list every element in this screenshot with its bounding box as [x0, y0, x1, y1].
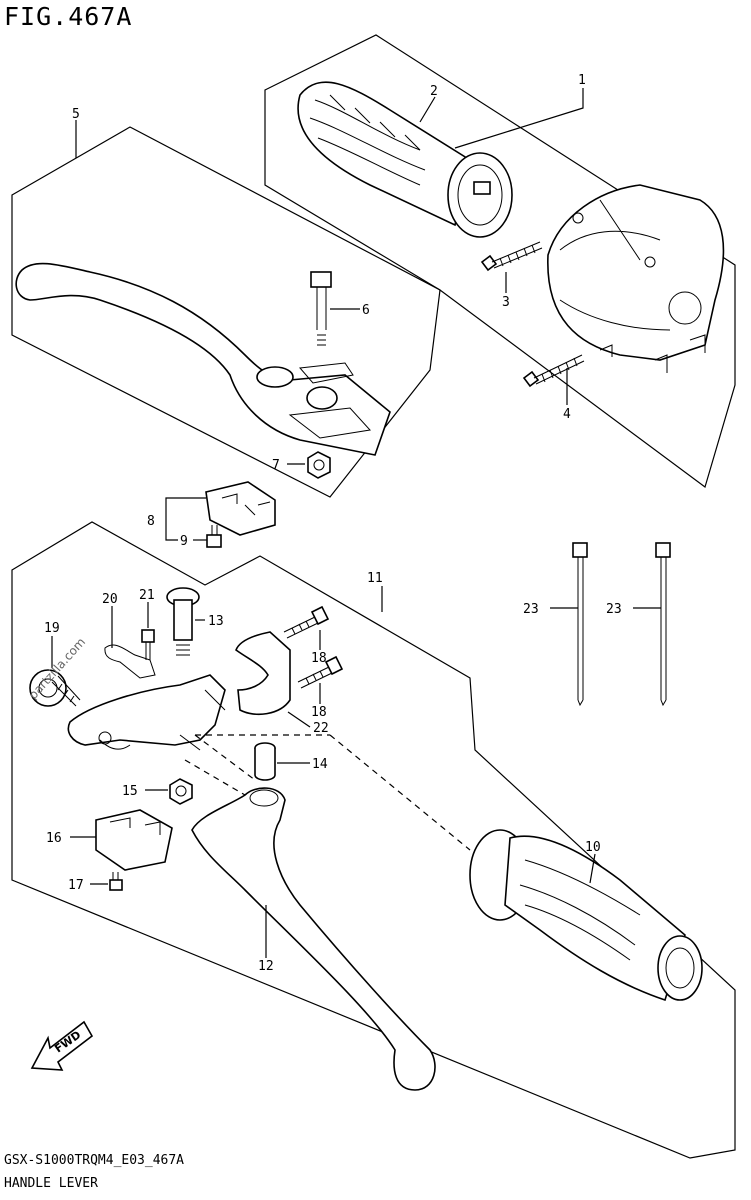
callout-6: 6: [362, 303, 370, 318]
callout-8: 8: [147, 514, 155, 529]
nut-7: [307, 451, 331, 479]
callout-15: 15: [122, 784, 138, 799]
screw-9: [206, 525, 222, 548]
footer-name: HANDLE LEVER: [4, 1176, 98, 1191]
grip-10: [469, 829, 703, 1002]
callout-5: 5: [72, 107, 80, 122]
brake-lever: [15, 262, 391, 456]
cable-tie-23a: [572, 542, 588, 707]
throttle-grip: [297, 81, 513, 238]
callout-13: 13: [208, 614, 224, 629]
callout-9: 9: [180, 534, 188, 549]
bolt-18b: [297, 655, 344, 689]
fwd-arrow: FWD: [30, 1020, 94, 1071]
callout-10: 10: [585, 840, 601, 855]
callout-19: 19: [44, 621, 60, 636]
callout-22: 22: [313, 721, 329, 736]
spring-20: [104, 644, 156, 679]
footer-code: GSX-S1000TRQM4_E03_467A: [4, 1153, 185, 1168]
figure-title: FIG.467A: [4, 2, 133, 31]
callout-1: 1: [578, 73, 586, 88]
adjuster-19: [29, 669, 81, 707]
callout-18a: 18: [311, 651, 327, 666]
clamp-22: [235, 631, 291, 716]
callout-17: 17: [68, 878, 84, 893]
cable-tie-23b: [655, 542, 671, 707]
callout-20: 20: [102, 592, 118, 607]
clutch-switch-16: [95, 809, 173, 871]
group-frame-1: [264, 34, 736, 488]
screw-3: [480, 241, 543, 272]
bolt-18a: [283, 605, 330, 639]
collar-14: [254, 742, 276, 781]
brake-switch-8: [205, 481, 276, 536]
bolt-6: [310, 271, 332, 346]
screw-21: [141, 629, 155, 660]
screw-4: [522, 354, 585, 388]
clutch-lever: [191, 787, 436, 1091]
callout-23b: 23: [606, 602, 622, 617]
callout-16: 16: [46, 831, 62, 846]
callout-21: 21: [139, 588, 155, 603]
clutch-lever-holder: [67, 674, 226, 751]
nut-15: [169, 778, 193, 805]
group-frame-11: [11, 521, 736, 1159]
callout-11: 11: [367, 571, 383, 586]
callout-23a: 23: [523, 602, 539, 617]
callout-12: 12: [258, 959, 274, 974]
group-frame-5: [11, 126, 441, 498]
switch-housing: [547, 184, 725, 373]
callout-2: 2: [430, 84, 438, 99]
screw-17: [109, 872, 123, 891]
callout-14: 14: [312, 757, 328, 772]
pivot-bolt-13: [166, 587, 200, 656]
callout-18b: 18: [311, 705, 327, 720]
callout-3: 3: [502, 295, 510, 310]
callout-7: 7: [272, 458, 280, 473]
callout-4: 4: [563, 407, 571, 422]
